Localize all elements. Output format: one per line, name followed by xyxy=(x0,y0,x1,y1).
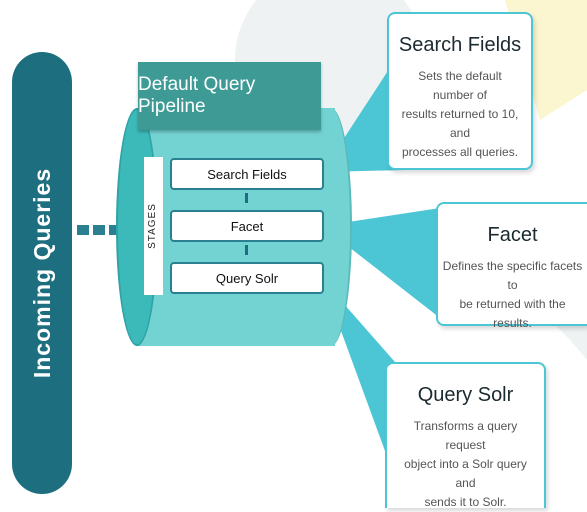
callout-title: Search Fields xyxy=(398,34,522,56)
callout-description-line: Defines the specific facets to xyxy=(442,259,583,292)
callout-description: Defines the specific facets to be return… xyxy=(438,257,587,333)
callout-description: Transforms a query request object into a… xyxy=(387,417,544,512)
flow-dash xyxy=(109,225,121,235)
stage-search-fields[interactable]: Search Fields xyxy=(170,158,324,190)
callout-description-line: object into a Solr query and xyxy=(404,457,527,490)
callout-description-line: results returned to 10, and xyxy=(401,107,519,140)
pipeline-title: Default Query Pipeline xyxy=(138,62,321,130)
callout-facet: Facet Defines the specific facets to be … xyxy=(436,202,587,330)
callout-description-line: processes all queries. xyxy=(401,145,519,159)
flow-dash xyxy=(77,225,89,235)
incoming-queries-pill xyxy=(12,52,72,494)
callout-search-fields: Search Fields Sets the default number of… xyxy=(387,12,533,170)
callout-description-line: Sets the default number of xyxy=(418,69,502,102)
callout-description: Sets the default number of results retur… xyxy=(389,67,531,162)
incoming-queries-label: Incoming Queries xyxy=(29,167,55,379)
flow-dash xyxy=(93,225,105,235)
stage-connector xyxy=(245,193,248,203)
stage-query-solr[interactable]: Query Solr xyxy=(170,262,324,294)
stage-facet[interactable]: Facet xyxy=(170,210,324,242)
callout-title: Query Solr xyxy=(417,384,514,406)
stage-connector xyxy=(245,245,248,255)
callout-description-line: Transforms a query request xyxy=(413,419,518,452)
callout-query-solr: Query Solr Transforms a query request ob… xyxy=(385,362,546,509)
stages-label: STAGES xyxy=(147,203,158,249)
callout-title: Facet xyxy=(487,224,538,246)
callout-description-line: be returned with the results. xyxy=(459,297,566,330)
callout-description-line: sends it to Solr. xyxy=(424,495,507,509)
stages-bar xyxy=(144,157,163,295)
